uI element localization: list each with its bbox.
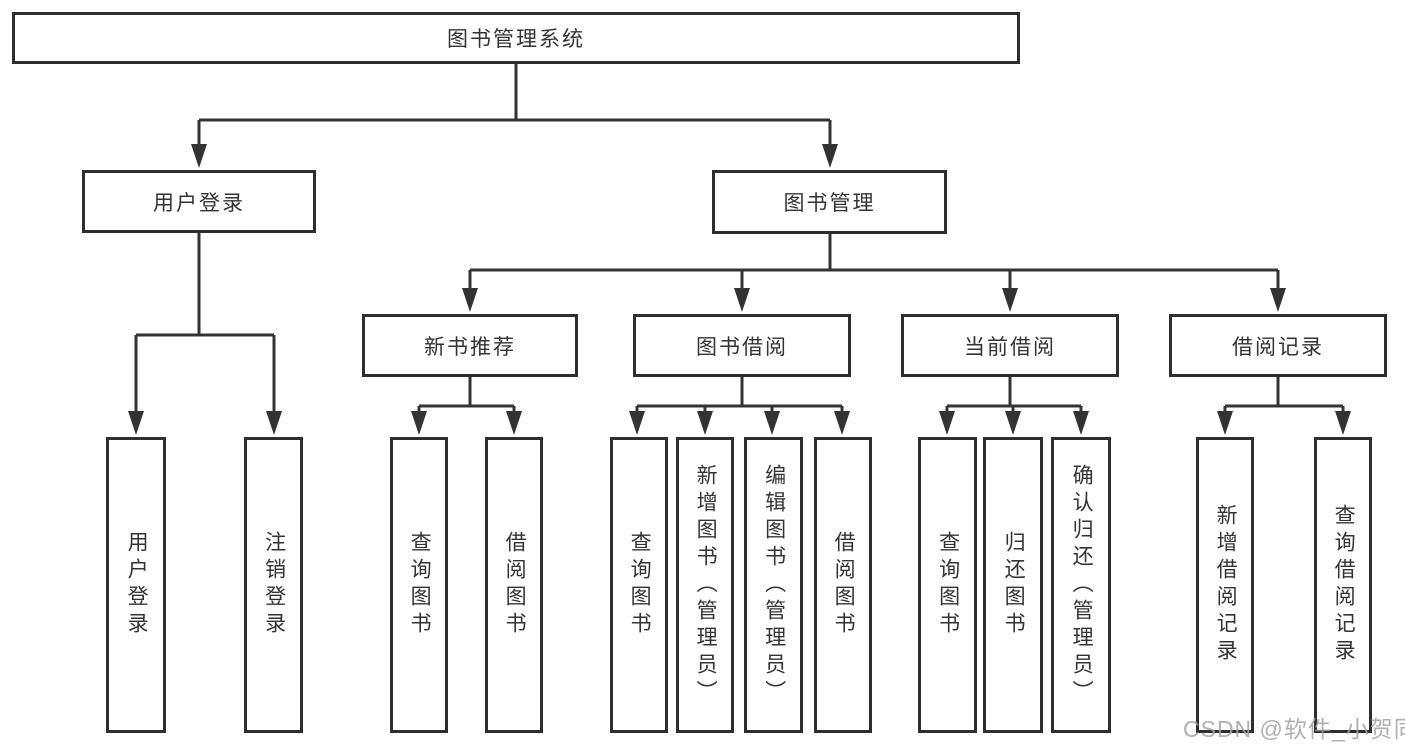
leaf-borrow-book-recommend: 借阅图书 [485, 437, 543, 733]
leaf-query-book-current-label: 查询图书 [936, 531, 960, 639]
arrow-down-icon [834, 411, 850, 435]
leaf-add-borrow-record-label: 新增借阅记录 [1214, 504, 1238, 666]
node-user-login: 用户登录 [82, 170, 316, 233]
leaf-borrow-book-label: 借阅图书 [832, 531, 856, 639]
leaf-query-book-borrowing: 查询图书 [610, 437, 668, 733]
node-borrowing-records: 借阅记录 [1169, 314, 1387, 377]
leaf-user-login-label: 用户登录 [125, 531, 149, 639]
leaf-query-borrow-record-label: 查询借阅记录 [1332, 504, 1356, 666]
leaf-query-book-recommend-label: 查询图书 [408, 531, 432, 639]
node-book-management: 图书管理 [712, 170, 947, 234]
node-user-login-label: 用户登录 [153, 191, 245, 215]
leaf-edit-book-admin: 编辑图书（管理员） [744, 437, 803, 733]
node-book-borrowing-label: 图书借阅 [696, 335, 788, 359]
arrow-down-icon [939, 411, 955, 435]
leaf-user-login: 用户登录 [106, 437, 166, 733]
arrow-down-icon [1335, 411, 1351, 435]
arrow-down-icon [697, 411, 713, 435]
node-current-borrowing: 当前借阅 [901, 314, 1119, 377]
leaf-add-borrow-record: 新增借阅记录 [1196, 437, 1254, 733]
arrow-down-icon [506, 411, 522, 435]
arrow-down-icon [1005, 411, 1021, 435]
arrow-down-icon [191, 144, 207, 168]
leaf-logout-label: 注销登录 [262, 531, 286, 639]
arrow-down-icon [1270, 288, 1286, 312]
arrow-down-icon [1002, 288, 1018, 312]
leaf-return-book: 归还图书 [983, 437, 1043, 733]
arrow-down-icon [1073, 411, 1089, 435]
arrow-down-icon [629, 411, 645, 435]
node-book-management-label: 图书管理 [783, 192, 876, 215]
arrow-down-icon [764, 411, 780, 435]
node-root-label: 图书管理系统 [447, 28, 585, 51]
leaf-borrow-book-recommend-label: 借阅图书 [503, 531, 527, 639]
node-new-book-recommendation-label: 新书推荐 [424, 335, 516, 359]
leaf-confirm-return-admin: 确认归还（管理员） [1051, 437, 1111, 733]
arrow-down-icon [1217, 411, 1233, 435]
arrow-down-icon [734, 288, 750, 312]
leaf-add-book-admin: 新增图书（管理员） [676, 437, 734, 733]
leaf-query-book-recommend: 查询图书 [390, 437, 448, 733]
node-book-borrowing: 图书借阅 [633, 314, 851, 377]
arrow-down-icon [411, 411, 427, 435]
leaf-logout: 注销登录 [244, 437, 303, 733]
node-current-borrowing-label: 当前借阅 [964, 335, 1056, 359]
leaf-query-book-current: 查询图书 [918, 437, 977, 733]
watermark: CSDN @软件_小贺同学 [1183, 716, 1405, 742]
leaf-add-book-admin-label: 新增图书（管理员） [694, 463, 718, 707]
arrowheads [128, 144, 1351, 435]
arrow-down-icon [128, 411, 144, 435]
arrow-down-icon [266, 411, 282, 435]
leaf-query-book-borrowing-label: 查询图书 [628, 531, 652, 639]
arrow-down-icon [822, 144, 838, 168]
leaf-borrow-book: 借阅图书 [814, 437, 872, 733]
leaf-query-borrow-record: 查询借阅记录 [1314, 437, 1372, 733]
node-borrowing-records-label: 借阅记录 [1232, 335, 1324, 359]
leaf-return-book-label: 归还图书 [1002, 531, 1026, 639]
arrow-down-icon [462, 288, 478, 312]
node-root: 图书管理系统 [12, 12, 1020, 64]
node-new-book-recommendation: 新书推荐 [362, 314, 578, 377]
leaf-edit-book-admin-label: 编辑图书（管理员） [762, 463, 786, 707]
leaf-confirm-return-admin-label: 确认归还（管理员） [1070, 463, 1094, 707]
